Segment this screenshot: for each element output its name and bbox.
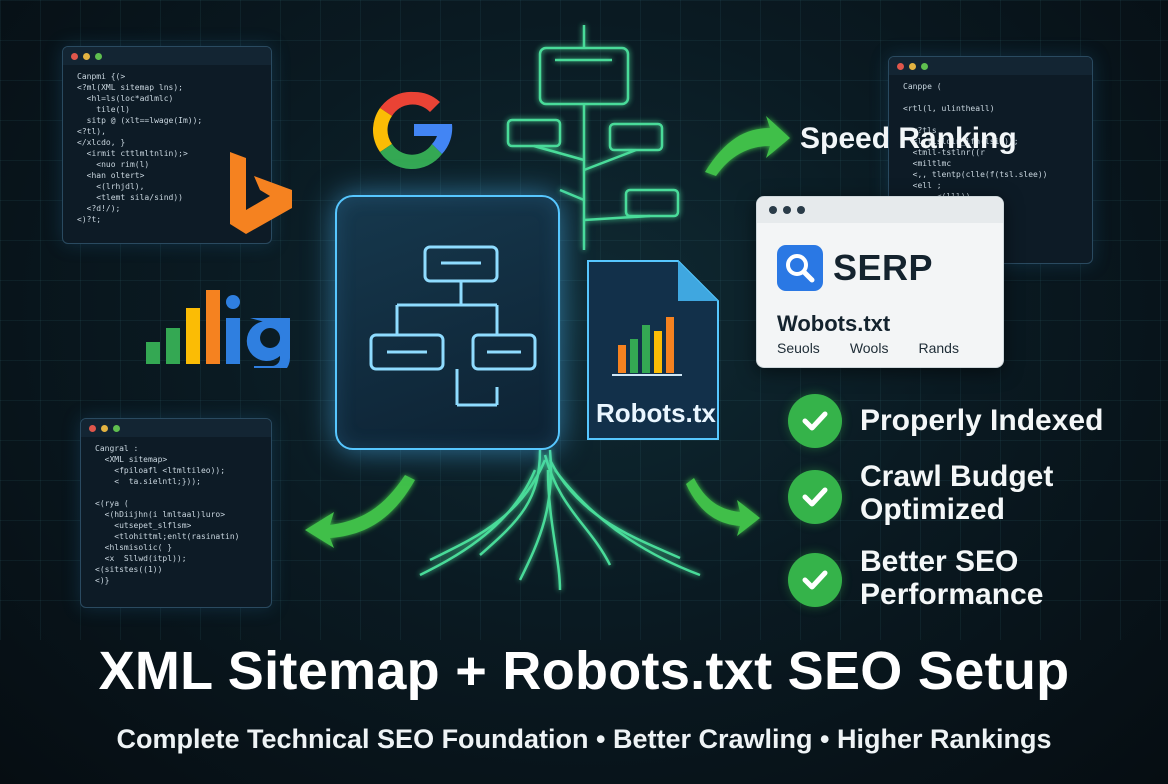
serp-card: SERP Wobots.txt Seuols Wools Rands (756, 196, 1004, 368)
serp-title: SERP (833, 247, 934, 288)
window-titlebar (889, 57, 1092, 75)
benefit-better-seo: Better SEO Performance (788, 545, 1043, 611)
benefit-text: Better SEO Performance (860, 545, 1044, 611)
speed-ranking-label: Speed Ranking (800, 122, 1017, 155)
robots-file-label: Robots.tx (596, 398, 716, 428)
serp-link: Rands (918, 340, 959, 356)
code-window-sitemap-2: Cangral : <XML sitemap> <fpiloafl <ltmlt… (80, 418, 272, 608)
maximize-dot-icon (95, 52, 102, 60)
magnifier-icon (777, 245, 823, 291)
analytics-bars-icon (146, 290, 290, 368)
window-dot-icon (797, 206, 805, 214)
checkmark-icon (788, 470, 842, 524)
bing-icon (230, 152, 292, 234)
sitemap-panel (335, 195, 560, 450)
bar-chart-icon (612, 317, 682, 376)
subline: Complete Technical SEO Foundation • Bett… (116, 724, 1052, 754)
maximize-dot-icon (113, 424, 120, 432)
serp-header: SERP (777, 245, 933, 291)
code-text: Canpmi {(> <?ml(XML sitemap lns); <hl=ls… (77, 72, 203, 224)
serp-links: Seuols Wools Rands (777, 340, 959, 356)
code-window-sitemap-1: Canpmi {(> <?ml(XML sitemap lns); <hl=ls… (62, 46, 272, 244)
window-titlebar (81, 419, 271, 437)
close-dot-icon (71, 52, 78, 60)
minimize-dot-icon (909, 62, 916, 70)
benefit-crawl-budget: Crawl Budget Optimized (788, 460, 1053, 526)
serp-card-titlebar (757, 197, 1003, 223)
headline: XML Sitemap + Robots.txt SEO Setup (98, 641, 1070, 701)
minimize-dot-icon (101, 424, 108, 432)
robots-file-icon (587, 260, 719, 440)
sitemap-tree-icon (369, 245, 537, 407)
serp-result-title: Wobots.txt (777, 311, 891, 336)
close-dot-icon (897, 62, 904, 70)
serp-link: Wools (849, 340, 889, 356)
window-dot-icon (783, 206, 791, 214)
maximize-dot-icon (921, 62, 928, 70)
code-text: Cangral : <XML sitemap> <fpiloafl <ltmlt… (95, 444, 240, 585)
network-tree-graphic (305, 25, 790, 591)
close-dot-icon (89, 424, 96, 432)
minimize-dot-icon (83, 52, 90, 60)
benefit-properly-indexed: Properly Indexed (788, 394, 1103, 448)
checkmark-icon (788, 553, 842, 607)
serp-link: Seuols (777, 340, 820, 356)
benefit-text: Properly Indexed (860, 404, 1104, 437)
google-g-icon (372, 91, 453, 170)
checkmark-icon (788, 394, 842, 448)
window-titlebar (63, 47, 271, 65)
benefit-text: Crawl Budget Optimized (860, 460, 1054, 526)
window-dot-icon (769, 206, 777, 214)
